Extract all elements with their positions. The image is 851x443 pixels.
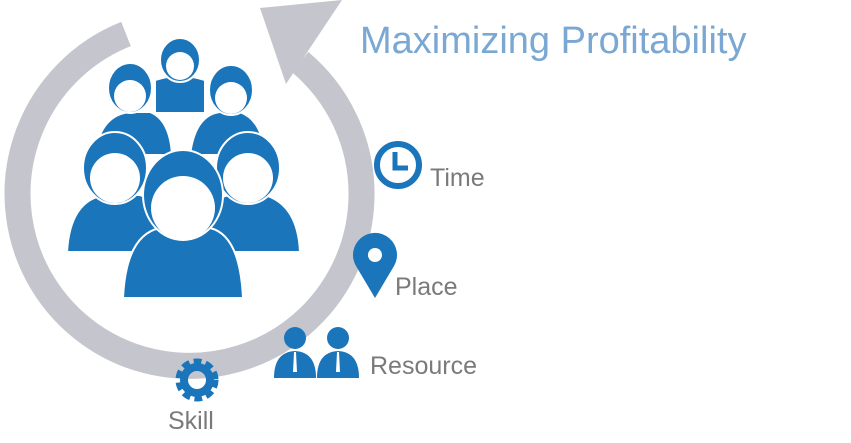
label-time: Time	[430, 164, 485, 192]
label-skill: Skill	[168, 407, 214, 435]
team-faces	[90, 52, 273, 240]
page-title: Maximizing Profitability	[360, 20, 747, 62]
two-people-icon	[274, 327, 359, 378]
label-resource: Resource	[370, 352, 477, 380]
clock-icon	[374, 141, 422, 189]
gear-icon	[175, 358, 219, 402]
map-pin-icon	[353, 232, 398, 298]
cycle-arrow	[4, 0, 375, 379]
label-place: Place	[395, 273, 458, 301]
